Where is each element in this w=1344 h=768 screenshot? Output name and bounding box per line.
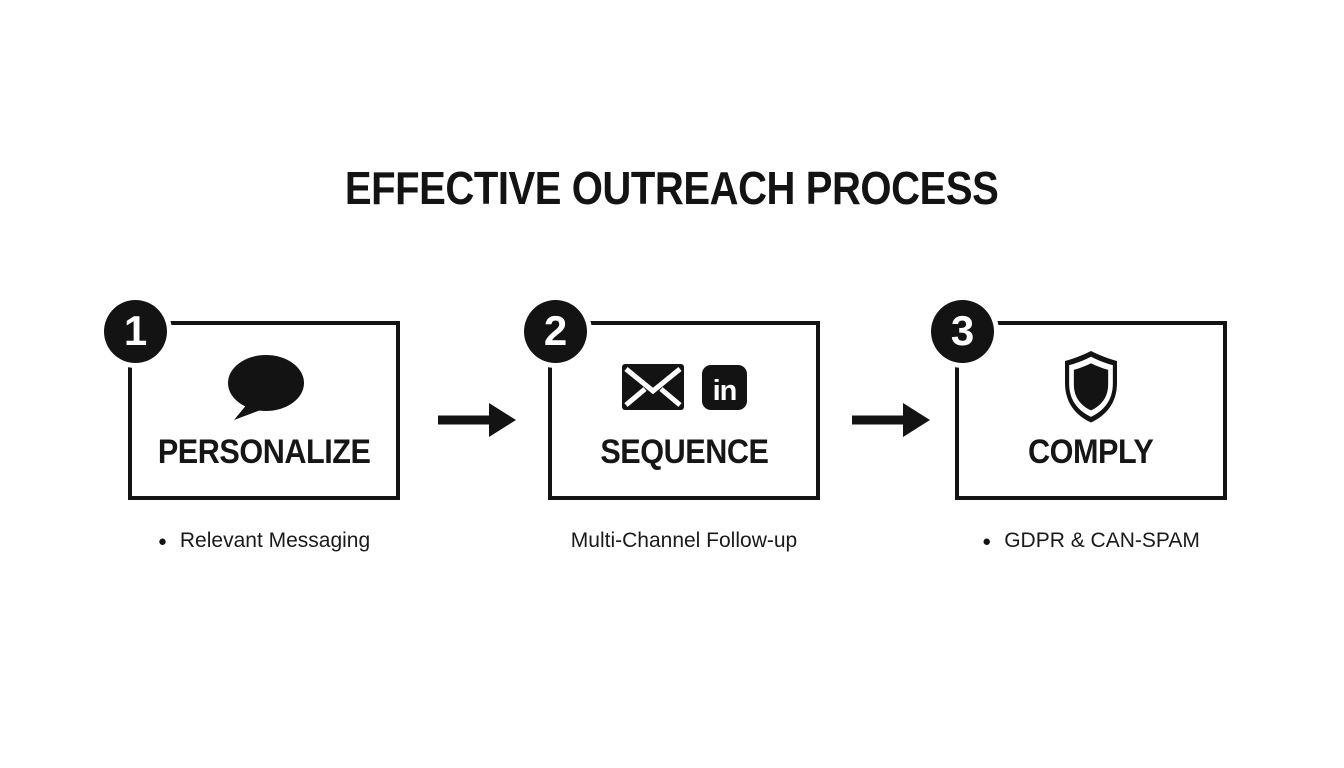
bullet-icon: ● <box>982 532 992 550</box>
linkedin-icon: in <box>701 364 747 410</box>
arrow-right-icon <box>438 403 516 437</box>
step-2-number: 2 <box>543 306 568 354</box>
step-2-icons: in <box>621 351 747 423</box>
step-3-icons <box>1059 351 1123 423</box>
email-icon <box>621 364 684 410</box>
step-box-comply: 3 COMPLY <box>931 300 1227 500</box>
speech-bubble-icon <box>228 355 304 420</box>
step-box-personalize: 1 PERSONALIZE <box>104 300 400 500</box>
bullet-icon: ● <box>157 532 167 550</box>
note-sequence: Multi-Channel Follow-up <box>514 526 854 556</box>
note-text: Multi-Channel Follow-up <box>570 529 798 553</box>
page-title-text: EFFECTIVE OUTREACH PROCESS <box>345 162 999 214</box>
step-2-number-badge: 2 <box>524 300 587 363</box>
step-3-label: COMPLY <box>1028 433 1154 471</box>
step-2-label: SEQUENCE <box>599 433 769 471</box>
shield-icon <box>1065 351 1117 423</box>
step-3-number-badge: 3 <box>931 300 994 363</box>
note-text: GDPR & CAN-SPAM <box>1004 529 1200 553</box>
step-box-sequence: 2 in SEQUENCE <box>524 300 820 500</box>
step-1-number: 1 <box>123 306 148 354</box>
note-personalize: ● Relevant Messaging <box>94 526 434 556</box>
step-1-icons <box>224 351 304 423</box>
step-1-label: PERSONALIZE <box>157 433 371 471</box>
linkedin-in-glyph: in <box>712 375 736 407</box>
page-title: EFFECTIVE OUTREACH PROCESS <box>0 163 1344 214</box>
note-text: Relevant Messaging <box>179 529 371 553</box>
step-1-number-badge: 1 <box>104 300 167 363</box>
arrow-right-icon <box>852 403 930 437</box>
step-3-number: 3 <box>950 306 975 354</box>
note-comply: ● GDPR & CAN-SPAM <box>921 526 1261 556</box>
